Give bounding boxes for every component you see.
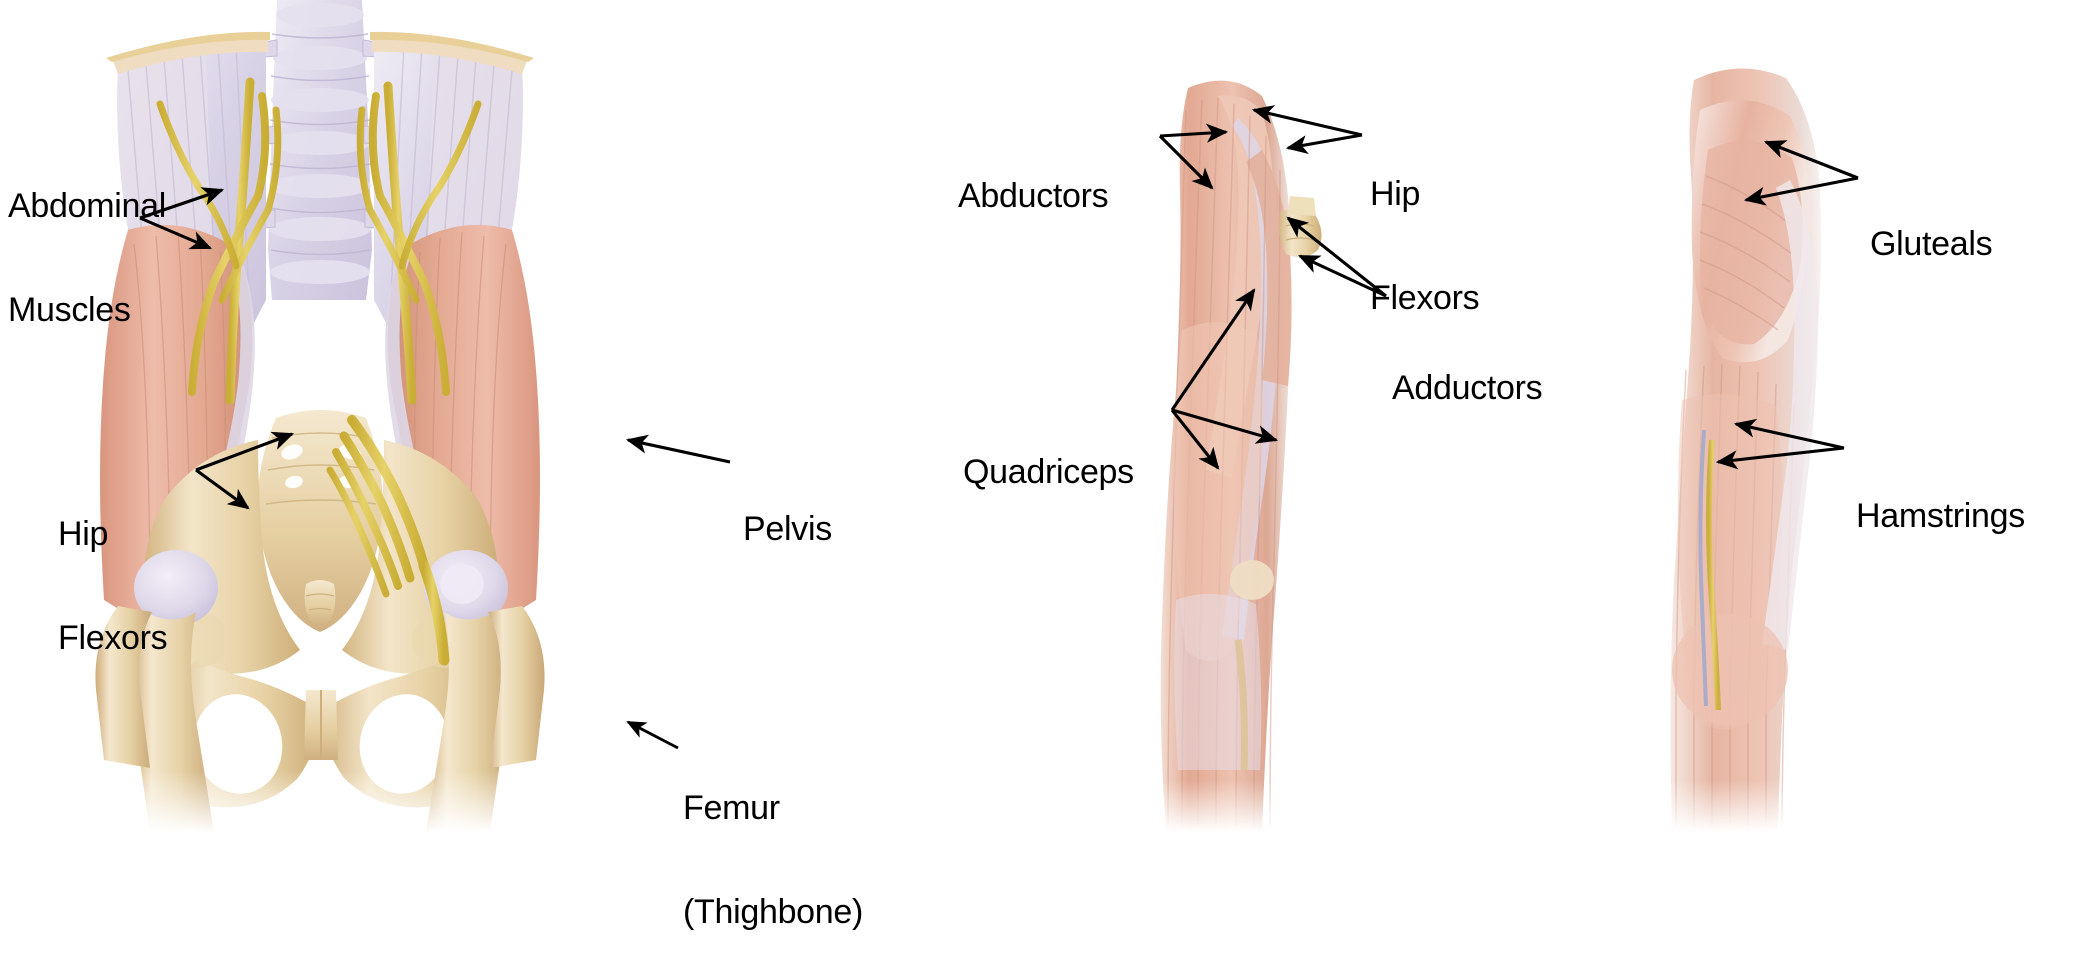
leader-adductors [1286, 216, 1387, 298]
leader-hip-flexors-anterior [195, 431, 295, 510]
leader-arrow [1715, 446, 1845, 470]
label-abdominal-muscles: Abdominal Muscles [8, 120, 166, 363]
leader-arrow [1286, 216, 1387, 298]
leader-arrow [1743, 176, 1859, 206]
panel-posterior-thigh [1650, 68, 1822, 832]
leader-arrow [1171, 408, 1279, 444]
leader-quadriceps [1170, 288, 1279, 470]
leader-arrow [139, 187, 225, 220]
panel-lateral-thigh [1150, 80, 1322, 832]
label-hip-flexors-anterior: Hip Flexors [58, 448, 168, 691]
leader-hamstrings [1715, 418, 1845, 470]
label-line: Flexors [58, 619, 168, 658]
leader-arrow [1170, 288, 1256, 411]
leader-arrow [139, 216, 212, 250]
anatomy-figure: Abdominal Muscles Hip Flexors Pelvis Fem… [8, 0, 2026, 930]
label-pelvis: Pelvis [743, 443, 832, 582]
label-line: Gluteals [1870, 225, 1993, 264]
lumbar-plexus-nerves [156, 77, 482, 666]
hip-flexor-muscles-left [100, 224, 255, 640]
leader-arrow [1251, 105, 1363, 137]
leader-arrow [1158, 134, 1214, 190]
leader-arrow [195, 468, 250, 510]
label-line: Pelvis [743, 510, 832, 549]
label-line: Muscles [8, 291, 131, 330]
leader-arrow [1159, 123, 1229, 143]
leader-arrow [1733, 418, 1845, 450]
anatomy-illustration [60, 0, 1859, 832]
leader-pelvis [625, 434, 731, 464]
leader-abdominal-muscles [139, 187, 225, 250]
leader-gluteals [1743, 140, 1859, 206]
leader-hip-flexors-lateral [1251, 105, 1363, 155]
panel-anterior-pelvis [60, 0, 580, 832]
label-line: Abductors [958, 177, 1109, 216]
label-line: Hip [58, 515, 109, 554]
label-line: Hamstrings [1856, 497, 2025, 536]
leader-lines [139, 105, 1859, 750]
label-gluteals: Gluteals [1870, 158, 1993, 297]
label-line: Femur [683, 789, 780, 828]
label-hamstrings: Hamstrings [1856, 430, 2025, 569]
leader-arrow [625, 434, 731, 464]
label-line: Adductors [1392, 369, 1543, 408]
leader-femur [626, 720, 679, 750]
label-line: Abdominal [8, 187, 166, 226]
label-quadriceps: Quadriceps [963, 386, 1134, 525]
label-line: Hip [1370, 175, 1421, 214]
label-line: Flexors [1370, 279, 1480, 318]
label-femur: Femur (Thighbone) [683, 722, 863, 965]
leader-abductors [1158, 123, 1229, 190]
leader-arrow [1285, 133, 1363, 155]
label-line: Quadriceps [963, 453, 1134, 492]
label-abductors: Abductors [958, 110, 1109, 249]
leader-arrow [1298, 254, 1387, 298]
leader-arrow [1763, 140, 1859, 180]
leader-arrow [195, 431, 295, 472]
label-line: (Thighbone) [683, 893, 864, 932]
label-adductors: Adductors [1392, 302, 1543, 441]
leader-arrow [1170, 409, 1220, 470]
leader-arrow [626, 720, 679, 750]
label-hip-flexors-lateral: Hip Flexors [1370, 108, 1480, 351]
